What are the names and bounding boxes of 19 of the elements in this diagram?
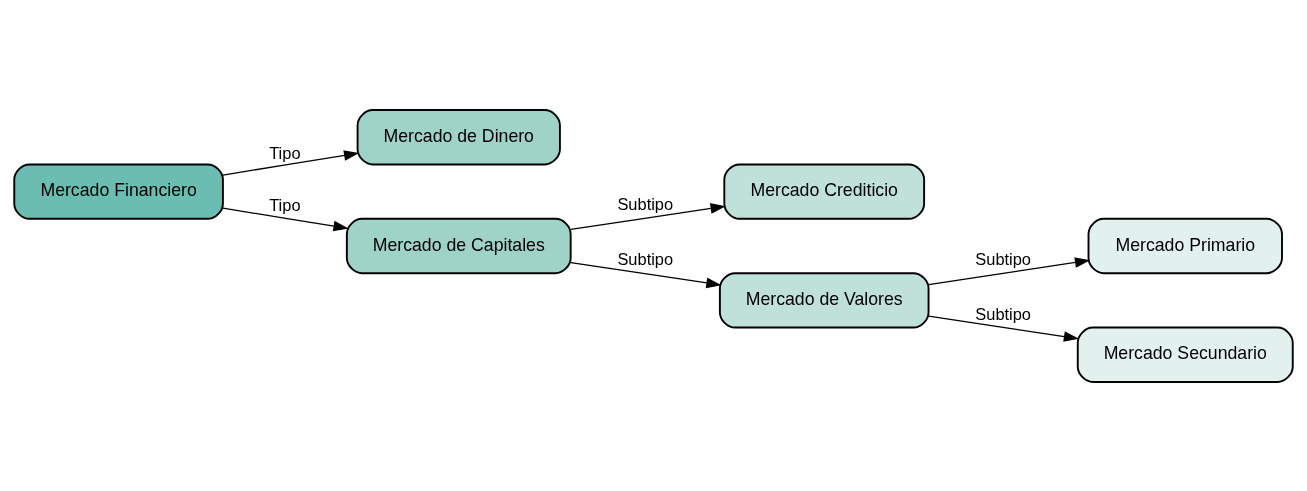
node-box: Mercado Secundario [1076,326,1294,383]
node-box: Mercado Primario [1087,217,1283,274]
arrow [222,149,360,176]
edge-label: Subtipo [617,194,674,213]
arrow [928,314,1080,342]
edge-label: Tipo [269,195,301,214]
node-box: Mercado de Dinero [356,108,561,165]
node-box: Mercado de Capitales [345,217,572,274]
edge-label: Subtipo [975,304,1032,323]
arrow [222,207,349,231]
node-box: Mercado de Valores [718,271,930,328]
edge-label: Subtipo [617,249,674,268]
node-box: Mercado Financiero [13,163,224,220]
arrow [928,256,1091,285]
arrow [570,261,722,288]
edge-label: Tipo [269,143,301,162]
arrow [570,202,726,230]
edge-label: Subtipo [975,249,1032,268]
node-box: Mercado Crediticio [723,163,926,220]
